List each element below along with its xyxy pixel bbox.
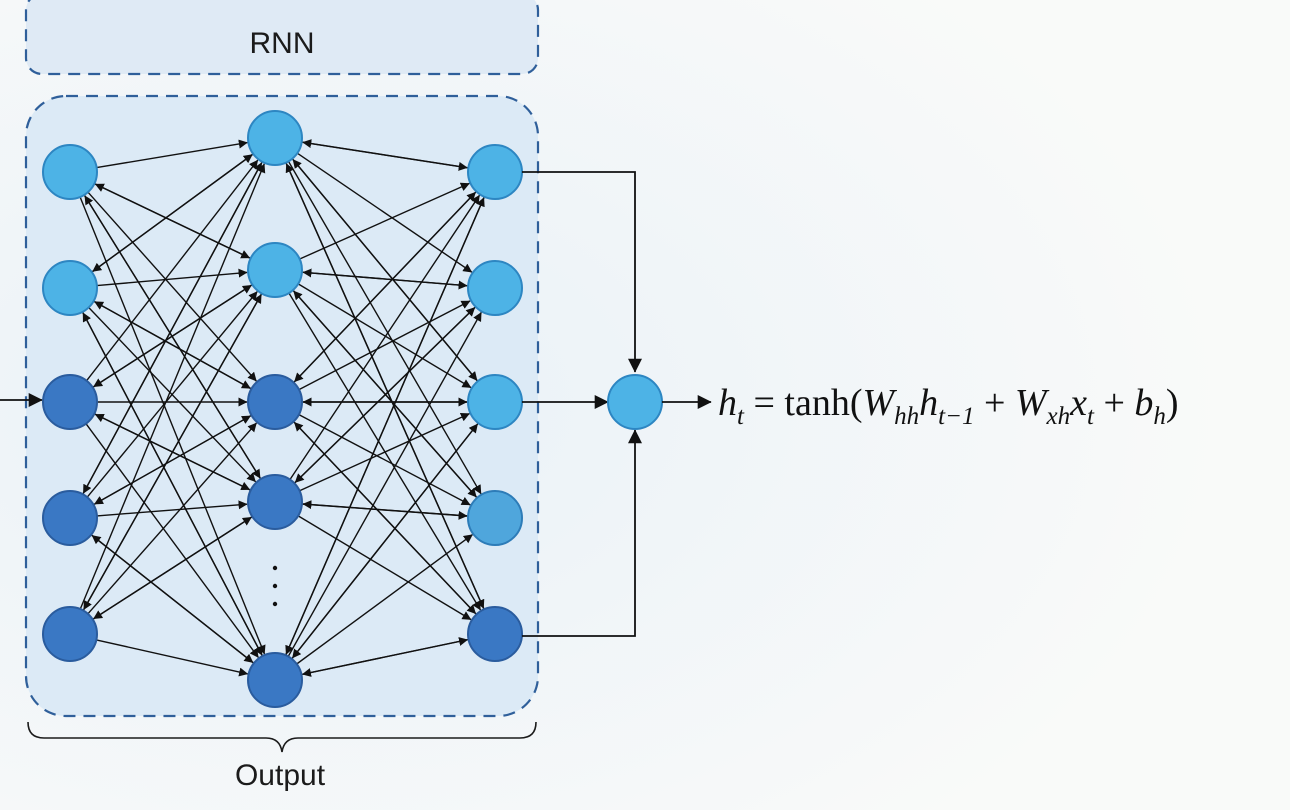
hidden-layer-node bbox=[247, 652, 303, 708]
edge-output-to-hidden bbox=[293, 290, 478, 499]
edge-hidden-to-output bbox=[298, 413, 471, 506]
edge-output-to-hidden bbox=[302, 500, 469, 517]
edge-input-to-hidden bbox=[96, 639, 249, 677]
edge-input-to-hidden bbox=[86, 159, 259, 382]
hidden-layer-node bbox=[247, 374, 303, 430]
edge-hidden-to-output bbox=[296, 534, 473, 665]
edge-hidden-to-output bbox=[298, 300, 471, 391]
edge-input-to-hidden bbox=[79, 196, 266, 655]
top-output-connector bbox=[522, 171, 642, 373]
connection-edges bbox=[79, 139, 485, 677]
edge-input-to-hidden bbox=[96, 268, 248, 287]
edge-hidden-to-input bbox=[94, 183, 251, 260]
edge-input-to-hidden bbox=[96, 500, 248, 517]
edge-hidden-to-input bbox=[93, 516, 253, 620]
edge-output-to-hidden bbox=[285, 163, 485, 610]
output-brace bbox=[27, 721, 537, 753]
output-layer-node bbox=[467, 490, 523, 546]
output-layer-node bbox=[467, 260, 523, 316]
edge-input-to-hidden bbox=[79, 163, 266, 610]
edge-hidden-to-input bbox=[94, 300, 252, 390]
edge-input-to-hidden bbox=[87, 422, 258, 615]
rnn-title: RNN bbox=[249, 27, 315, 60]
edge-output-to-hidden bbox=[285, 196, 485, 655]
edge-hidden-to-output bbox=[287, 161, 482, 495]
edge-output-to-hidden bbox=[302, 139, 469, 169]
input-layer-node bbox=[42, 374, 98, 430]
output-layer-node bbox=[467, 374, 523, 430]
edge-hidden-to-input bbox=[91, 534, 255, 664]
input-layer-node bbox=[42, 606, 98, 662]
edge-input-to-hidden bbox=[96, 139, 248, 169]
edge-hidden-to-output bbox=[289, 194, 481, 480]
output-layer-node bbox=[467, 144, 523, 200]
bottom-output-connector bbox=[522, 429, 642, 637]
edge-hidden-to-output bbox=[299, 412, 470, 492]
hidden-state-formula: ht = tanh(Whhht−1 + Wxhxt + bh) bbox=[718, 382, 1179, 430]
edge-hidden-to-input bbox=[82, 312, 264, 657]
edge-hidden-to-output bbox=[297, 515, 472, 621]
hidden-layer-node bbox=[247, 242, 303, 298]
edge-hidden-to-input bbox=[94, 414, 252, 505]
edge-hidden-to-output bbox=[299, 182, 470, 260]
edge-hidden-to-input bbox=[94, 413, 252, 491]
edge-output-to-hidden bbox=[293, 421, 477, 615]
output-label: Output bbox=[234, 759, 326, 792]
hidden-layer-node bbox=[247, 110, 303, 166]
hidden-layer-ellipsis bbox=[272, 565, 278, 607]
edge-input-to-hidden bbox=[87, 191, 257, 382]
hidden-layer-node bbox=[247, 474, 303, 530]
edge-output-to-hidden bbox=[302, 268, 469, 287]
input-layer-node bbox=[42, 260, 98, 316]
edge-output-to-hidden bbox=[291, 422, 479, 659]
input-layer-node bbox=[42, 490, 98, 546]
edge-input-to-hidden bbox=[85, 423, 259, 658]
input-layer-node bbox=[42, 144, 98, 200]
output-layer-node bbox=[467, 606, 523, 662]
edge-hidden-to-input bbox=[93, 284, 253, 388]
edge-input-to-hidden bbox=[86, 291, 258, 498]
edge-hidden-to-output bbox=[296, 152, 473, 273]
edge-output-to-hidden bbox=[292, 159, 479, 382]
edge-hidden-to-output bbox=[287, 312, 482, 657]
edge-output-to-hidden bbox=[301, 638, 469, 677]
network-nodes bbox=[42, 110, 523, 708]
edge-hidden-to-output bbox=[297, 283, 472, 389]
edge-hidden-to-input bbox=[84, 195, 262, 480]
edge-hidden-to-input bbox=[82, 161, 263, 494]
aggregation-node bbox=[607, 374, 663, 430]
rnn-header-box bbox=[24, 0, 540, 76]
edge-output-to-hidden bbox=[293, 191, 477, 383]
